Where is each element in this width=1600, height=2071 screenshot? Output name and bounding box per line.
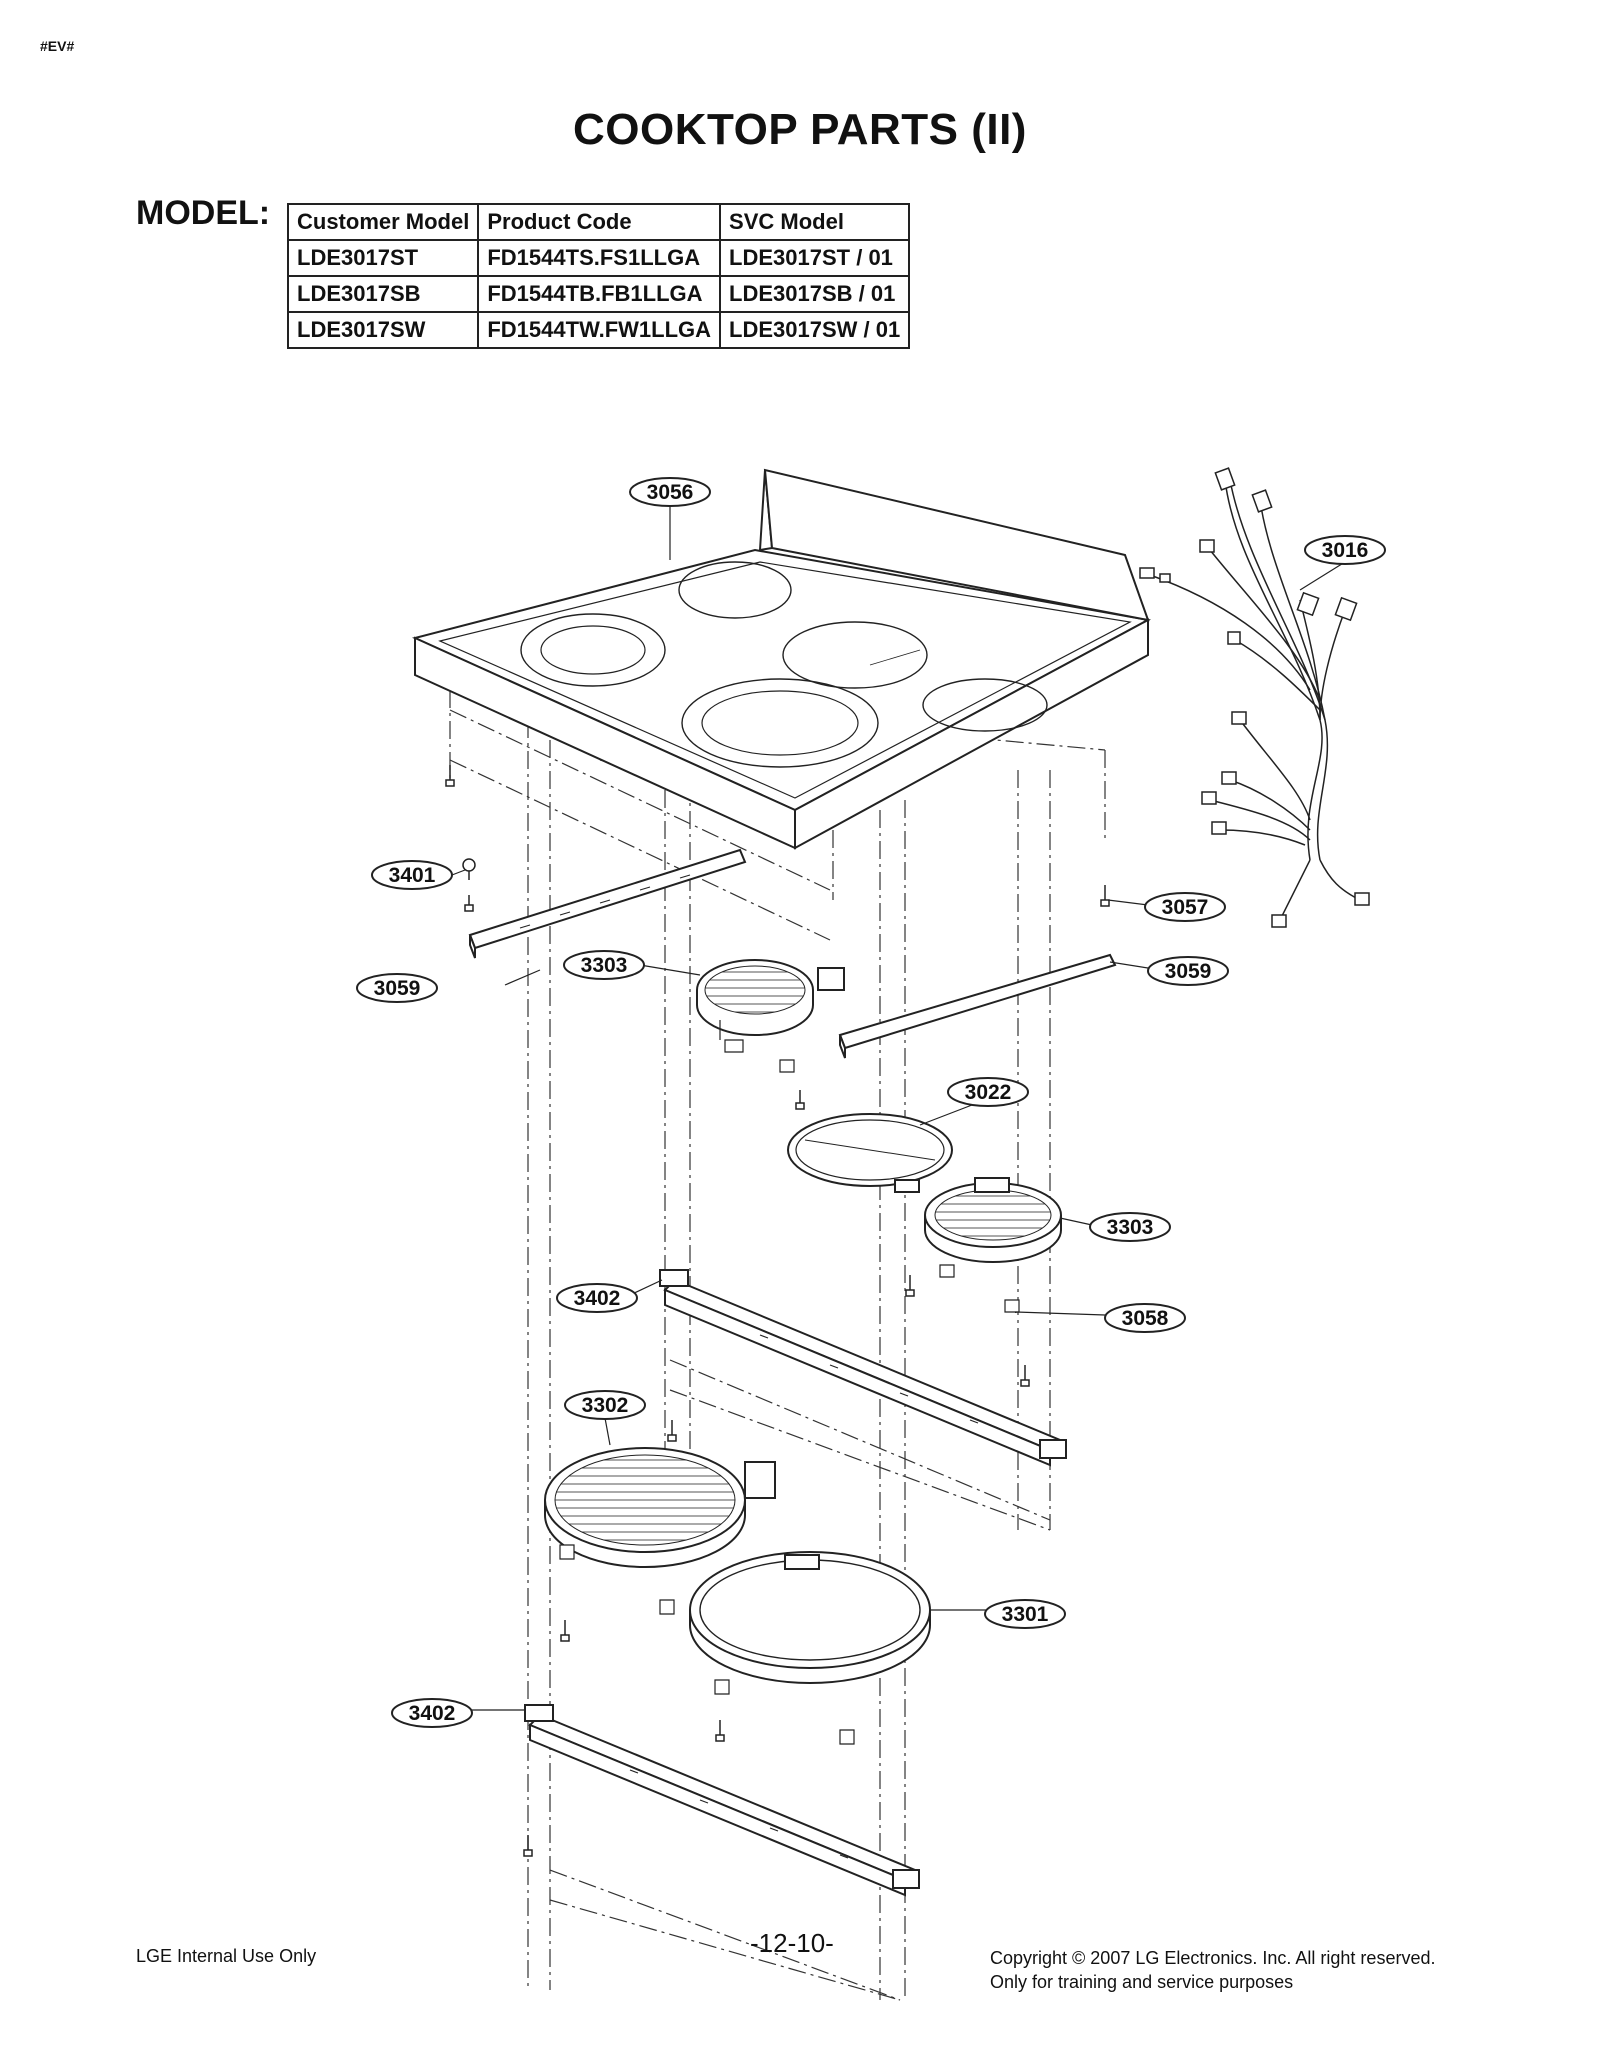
- callout-label-3059-left: 3059: [374, 977, 421, 1000]
- radiant-ring-large: [689, 1551, 931, 1745]
- wire-harness: [1139, 467, 1370, 928]
- callout-label-3059-right: 3059: [1165, 960, 1212, 983]
- screw-icon: [667, 1420, 677, 1442]
- table-row: LDE3017ST FD1544TS.FS1LLGA LDE3017ST / 0…: [286, 239, 911, 277]
- cell-svc-model: LDE3017SW / 01: [719, 311, 911, 349]
- callout-3057: 3057: [1144, 892, 1226, 922]
- header-customer-model: Customer Model: [286, 203, 480, 241]
- sensor-ring: [787, 1113, 953, 1193]
- radiant-element-right: [924, 1177, 1062, 1313]
- callout-3402-upper: 3402: [556, 1283, 638, 1313]
- copyright-line: Copyright © 2007 LG Electronics. Inc. Al…: [990, 1948, 1436, 1968]
- glass-cooktop: [412, 468, 1152, 850]
- callout-3059-right: 3059: [1147, 956, 1229, 986]
- callout-3303-left: 3303: [563, 950, 645, 980]
- page-number: -12-10-: [750, 1928, 834, 1958]
- table-row: LDE3017SB FD1544TB.FB1LLGA LDE3017SB / 0…: [286, 275, 911, 313]
- radiant-element-small: [696, 959, 845, 1073]
- cell-customer-model: LDE3017SB: [286, 275, 480, 313]
- cell-svc-model: LDE3017SB / 01: [719, 275, 911, 313]
- screw-icon: [462, 858, 476, 880]
- support-bar-lower: [524, 1704, 920, 1897]
- cell-product-code: FD1544TS.FS1LLGA: [477, 239, 722, 277]
- support-bar-upper: [659, 1269, 1067, 1467]
- radiant-element-large: [544, 1447, 776, 1615]
- callout-3301: 3301: [984, 1599, 1066, 1629]
- header-product-code: Product Code: [477, 203, 722, 241]
- callout-label-3303-left: 3303: [581, 954, 628, 977]
- callout-label-3402-lower: 3402: [409, 1702, 456, 1725]
- screw-icon: [560, 1620, 570, 1642]
- screw-icon: [523, 1835, 533, 1857]
- callout-3059-left: 3059: [356, 973, 438, 1003]
- training-line: Only for training and service purposes: [990, 1972, 1294, 1992]
- callout-3402-lower: 3402: [391, 1698, 473, 1728]
- screw-icon: [1100, 885, 1110, 907]
- cell-product-code: FD1544TW.FW1LLGA: [477, 311, 722, 349]
- callout-label-3301: 3301: [1002, 1603, 1049, 1626]
- cell-product-code: FD1544TB.FB1LLGA: [477, 275, 722, 313]
- cell-svc-model: LDE3017ST / 01: [719, 239, 911, 277]
- callout-3056: 3056: [629, 477, 711, 507]
- callout-3022: 3022: [947, 1077, 1029, 1107]
- header-svc-model: SVC Model: [719, 203, 911, 241]
- model-table: Customer Model Product Code SVC Model LD…: [286, 203, 911, 349]
- callouts: 3056 3016 3401 3057 3059 3059 3303 3022: [356, 477, 1386, 1728]
- callout-3016: 3016: [1304, 535, 1386, 565]
- screw-icon: [445, 765, 455, 787]
- callout-label-3056: 3056: [647, 481, 694, 504]
- screw-icon: [795, 1090, 805, 1110]
- callout-3302: 3302: [564, 1390, 646, 1420]
- model-table-header-row: Customer Model Product Code SVC Model: [286, 203, 911, 241]
- callout-label-3057: 3057: [1162, 896, 1209, 919]
- callout-label-3022: 3022: [965, 1081, 1012, 1104]
- footer-copyright: Copyright © 2007 LG Electronics. Inc. Al…: [990, 1946, 1435, 1994]
- screw-icon: [464, 895, 474, 912]
- left-rail-bracket: [468, 848, 747, 959]
- callout-label-3303-right: 3303: [1107, 1216, 1154, 1239]
- cell-customer-model: LDE3017SW: [286, 311, 480, 349]
- callout-3401: 3401: [371, 860, 453, 890]
- screw-icon: [905, 1275, 915, 1297]
- screws: [445, 765, 1110, 1857]
- corner-tag: #EV#: [40, 38, 75, 54]
- callout-3303-right: 3303: [1089, 1212, 1171, 1242]
- page-title: COOKTOP PARTS (II): [573, 105, 1027, 154]
- callout-label-3016: 3016: [1322, 539, 1369, 562]
- table-row: LDE3017SW FD1544TW.FW1LLGA LDE3017SW / 0…: [286, 311, 911, 349]
- screw-icon: [1020, 1365, 1030, 1387]
- guide-lines: [449, 689, 1106, 2001]
- model-label: MODEL:: [136, 194, 271, 232]
- footer-internal-use: LGE Internal Use Only: [136, 1946, 317, 1966]
- callout-label-3058: 3058: [1122, 1307, 1169, 1330]
- callout-label-3302: 3302: [582, 1394, 629, 1417]
- screw-icon: [715, 1720, 725, 1742]
- callout-label-3402-upper: 3402: [574, 1287, 621, 1310]
- right-rail-bracket: [838, 953, 1117, 1059]
- callout-label-3401: 3401: [389, 864, 436, 887]
- callout-3058: 3058: [1104, 1303, 1186, 1333]
- cell-customer-model: LDE3017ST: [286, 239, 480, 277]
